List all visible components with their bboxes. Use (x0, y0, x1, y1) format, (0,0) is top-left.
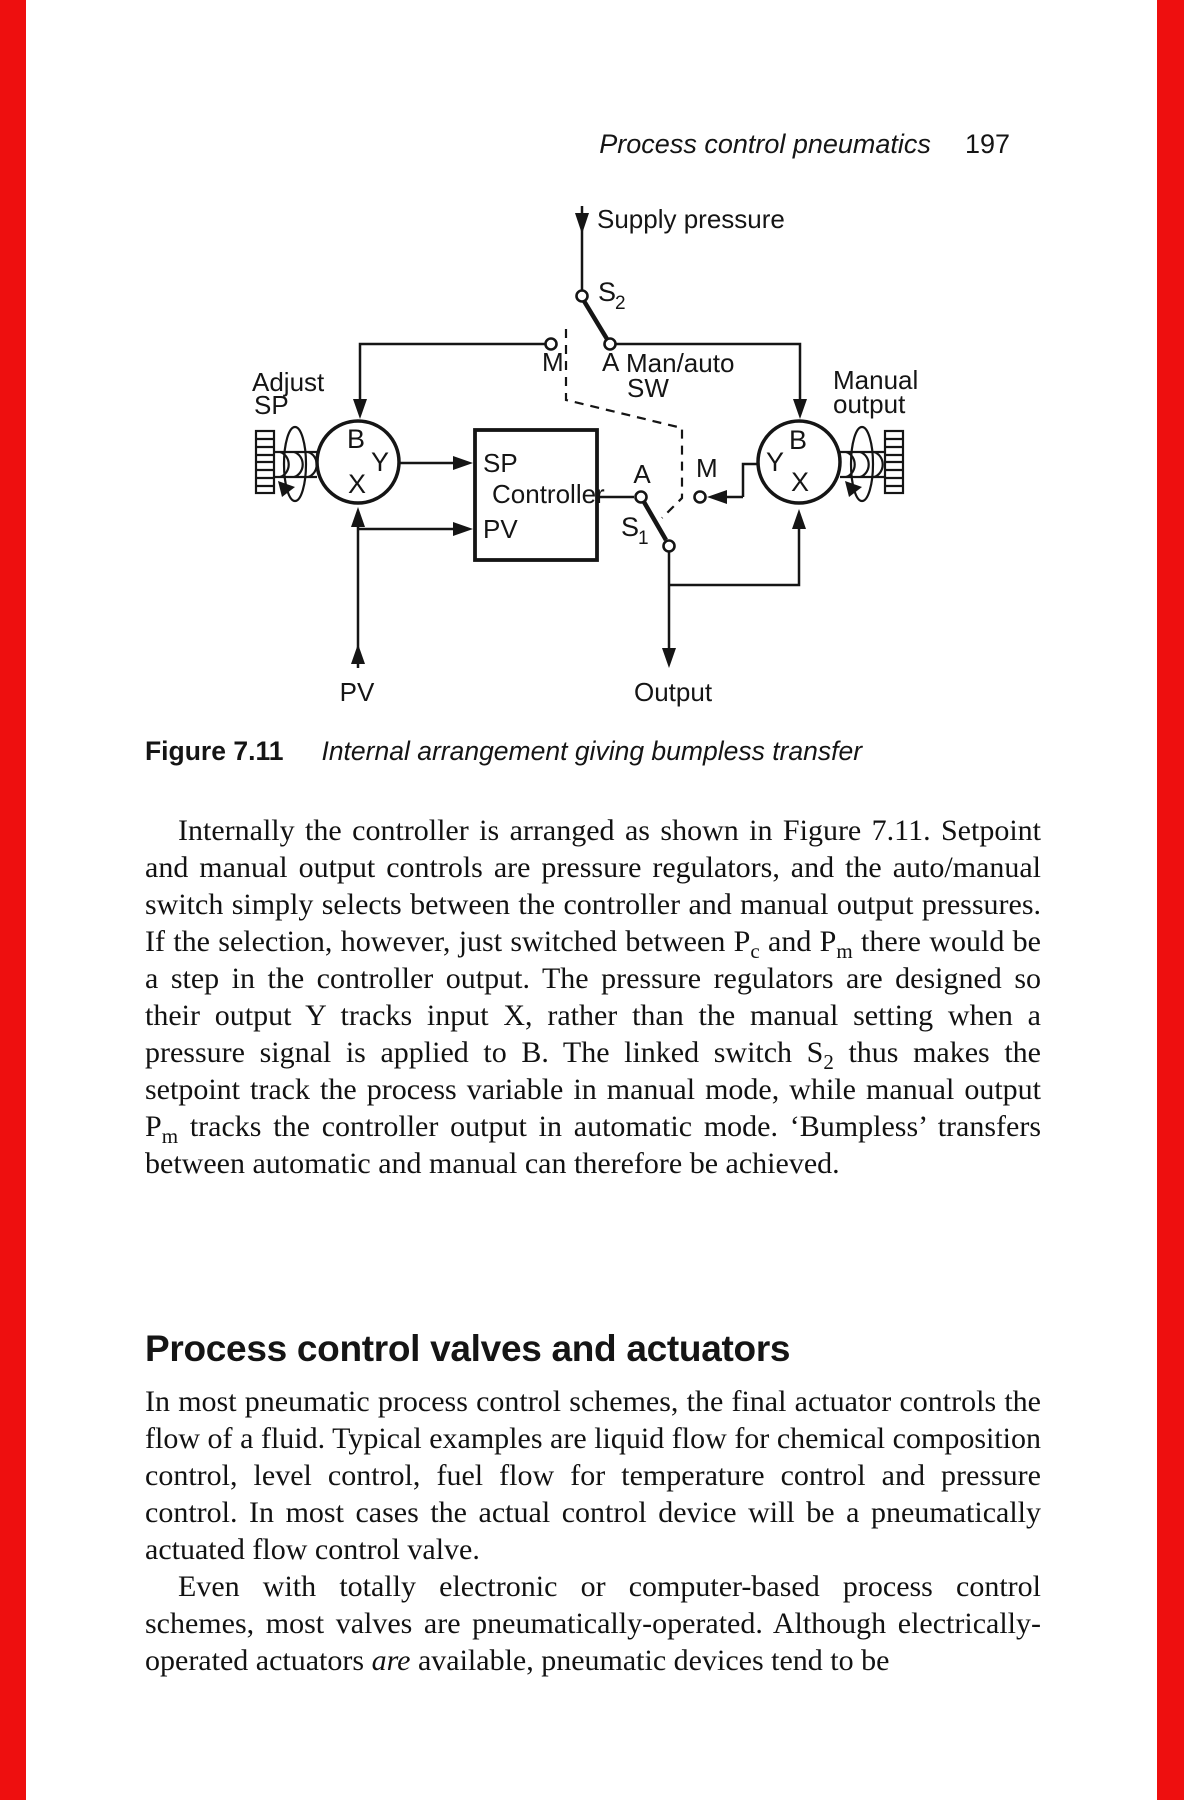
controller-pv-label: PV (483, 514, 518, 544)
right-reg-port-x: X (791, 467, 809, 497)
running-header: Process control pneumatics 197 (599, 129, 1010, 160)
adjust-sp-label-1: Adjust (252, 367, 325, 397)
body-paragraph-1: Internally the controller is arranged as… (145, 814, 1041, 1180)
right-reg-port-b: B (789, 425, 807, 455)
switch-arms (582, 299, 668, 542)
s1-contact-m-label: M (696, 453, 718, 483)
supply-pressure-label: Supply pressure (597, 204, 785, 234)
scan-edge-left (0, 0, 26, 1800)
adjust-sp-label-2: SP (254, 390, 289, 420)
body-paragraph-1-block: Internally the controller is arranged as… (145, 812, 1041, 1182)
controller-name-label: Controller (492, 479, 605, 509)
controller-box (473, 428, 599, 562)
left-reg-port-x: X (348, 469, 366, 499)
pv-bottom-label: PV (340, 677, 375, 707)
contact-a-label: A (602, 347, 620, 377)
section-heading: Process control valves and actuators (145, 1327, 791, 1369)
s1-label: S (621, 512, 639, 542)
right-reg-port-y: Y (766, 447, 784, 477)
figure-caption-text: Internal arrangement giving bumpless tra… (321, 736, 863, 766)
manual-regulator (756, 419, 842, 505)
s1-contact-a-label: A (633, 459, 651, 489)
s2-sub: 2 (615, 293, 626, 314)
output-label: Output (634, 677, 713, 707)
body-paragraph-2: In most pneumatic process control scheme… (145, 1385, 1041, 1566)
man-auto-label-1: Man/auto (626, 348, 734, 378)
switch-contacts (544, 289, 707, 553)
figure-caption-label: Figure 7.11 (145, 736, 284, 766)
diagram-wires (356, 206, 802, 668)
manual-output-label-2: output (833, 389, 906, 419)
controller-sp-label: SP (483, 448, 518, 478)
body-paragraph-3: Even with totally electronic or computer… (145, 1570, 1041, 1677)
left-reg-port-y: Y (371, 447, 389, 477)
figure-caption: Figure 7.11 Internal arrangement giving b… (145, 736, 1045, 767)
manual-handwheel (840, 425, 905, 503)
manual-output-label-1: Manual (833, 365, 918, 395)
figure-7-11-diagram: Supply pressure S 2 M A Man/auto SW Adju… (252, 204, 918, 707)
setpoint-handwheel (254, 425, 318, 503)
setpoint-regulator (315, 419, 401, 505)
s2-label: S (598, 277, 616, 307)
body-section-2-block: In most pneumatic process control scheme… (145, 1383, 1041, 1679)
running-title: Process control pneumatics (599, 129, 931, 159)
contact-m-label: M (542, 347, 564, 377)
left-reg-port-b: B (347, 424, 365, 454)
man-auto-label-2: SW (627, 373, 669, 403)
s1-sub: 1 (638, 528, 649, 549)
scan-edge-right (1157, 0, 1184, 1800)
page-number: 197 (964, 129, 1010, 159)
arrowheads (351, 213, 807, 668)
